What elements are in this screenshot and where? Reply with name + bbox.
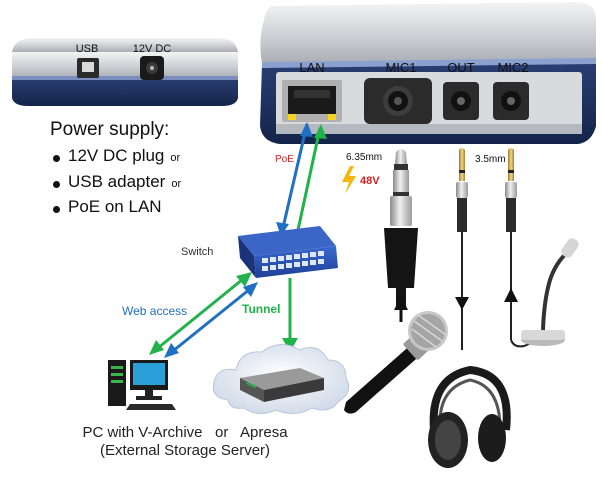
jack-plug-635 xyxy=(384,149,418,322)
lan-port xyxy=(282,80,342,122)
main-device: LAN MIC1 OUT MIC2 xyxy=(260,2,596,144)
pc-link-arrows xyxy=(149,272,258,358)
poe-label: PoE xyxy=(275,154,294,165)
pc-computer-icon xyxy=(108,360,176,410)
network-switch-icon xyxy=(238,226,338,278)
gooseneck-microphone-icon xyxy=(521,238,579,346)
lan-arrows xyxy=(276,122,327,236)
mic1-jack xyxy=(364,78,432,124)
pc-green-arrowhead-up xyxy=(236,272,252,287)
switch-label: Switch xyxy=(181,246,213,258)
lightning-icon xyxy=(342,166,356,194)
usb-port-label: USB xyxy=(76,43,99,55)
dc-port-label: 12V DC xyxy=(133,43,172,55)
tunnel-arrow xyxy=(282,278,298,352)
handheld-microphone-icon xyxy=(344,311,448,414)
pc-blue-arrowhead-up xyxy=(243,282,258,297)
pc-blue-arrow xyxy=(167,283,256,357)
mic2-port-label: MIC2 xyxy=(497,60,528,75)
out-port-label: OUT xyxy=(447,60,475,75)
web-access-label: Web access xyxy=(122,304,187,318)
plug-635-label: 6.35mm xyxy=(346,152,382,163)
phantom-power-label: 48V xyxy=(360,175,380,187)
mic1-port-label: MIC1 xyxy=(385,60,416,75)
lan-port-label: LAN xyxy=(299,60,324,75)
pc-green-arrowhead-down xyxy=(149,340,164,355)
lan-blue-arrow xyxy=(280,123,309,233)
usb-port xyxy=(77,58,99,78)
jack-plug-mic2 xyxy=(504,148,535,348)
storage-server-cloud-icon xyxy=(212,344,350,414)
small-device: USB 12V DC xyxy=(12,38,238,106)
lan-blue-arrowhead-up xyxy=(300,122,313,137)
lan-green-arrow xyxy=(296,127,322,231)
lan-green-arrowhead xyxy=(314,124,327,139)
mic2-jack xyxy=(493,82,529,120)
pc-green-arrow xyxy=(152,273,249,354)
lan-blue-arrowhead-down xyxy=(276,222,289,236)
tunnel-label: Tunnel xyxy=(242,302,280,316)
plug-35-label: 3.5mm xyxy=(475,154,506,165)
out-jack xyxy=(443,82,479,120)
dc-jack xyxy=(140,56,164,80)
jack-plug-out xyxy=(455,148,469,350)
pc-blue-arrowhead-down xyxy=(164,343,179,358)
headphones-icon xyxy=(428,365,511,468)
